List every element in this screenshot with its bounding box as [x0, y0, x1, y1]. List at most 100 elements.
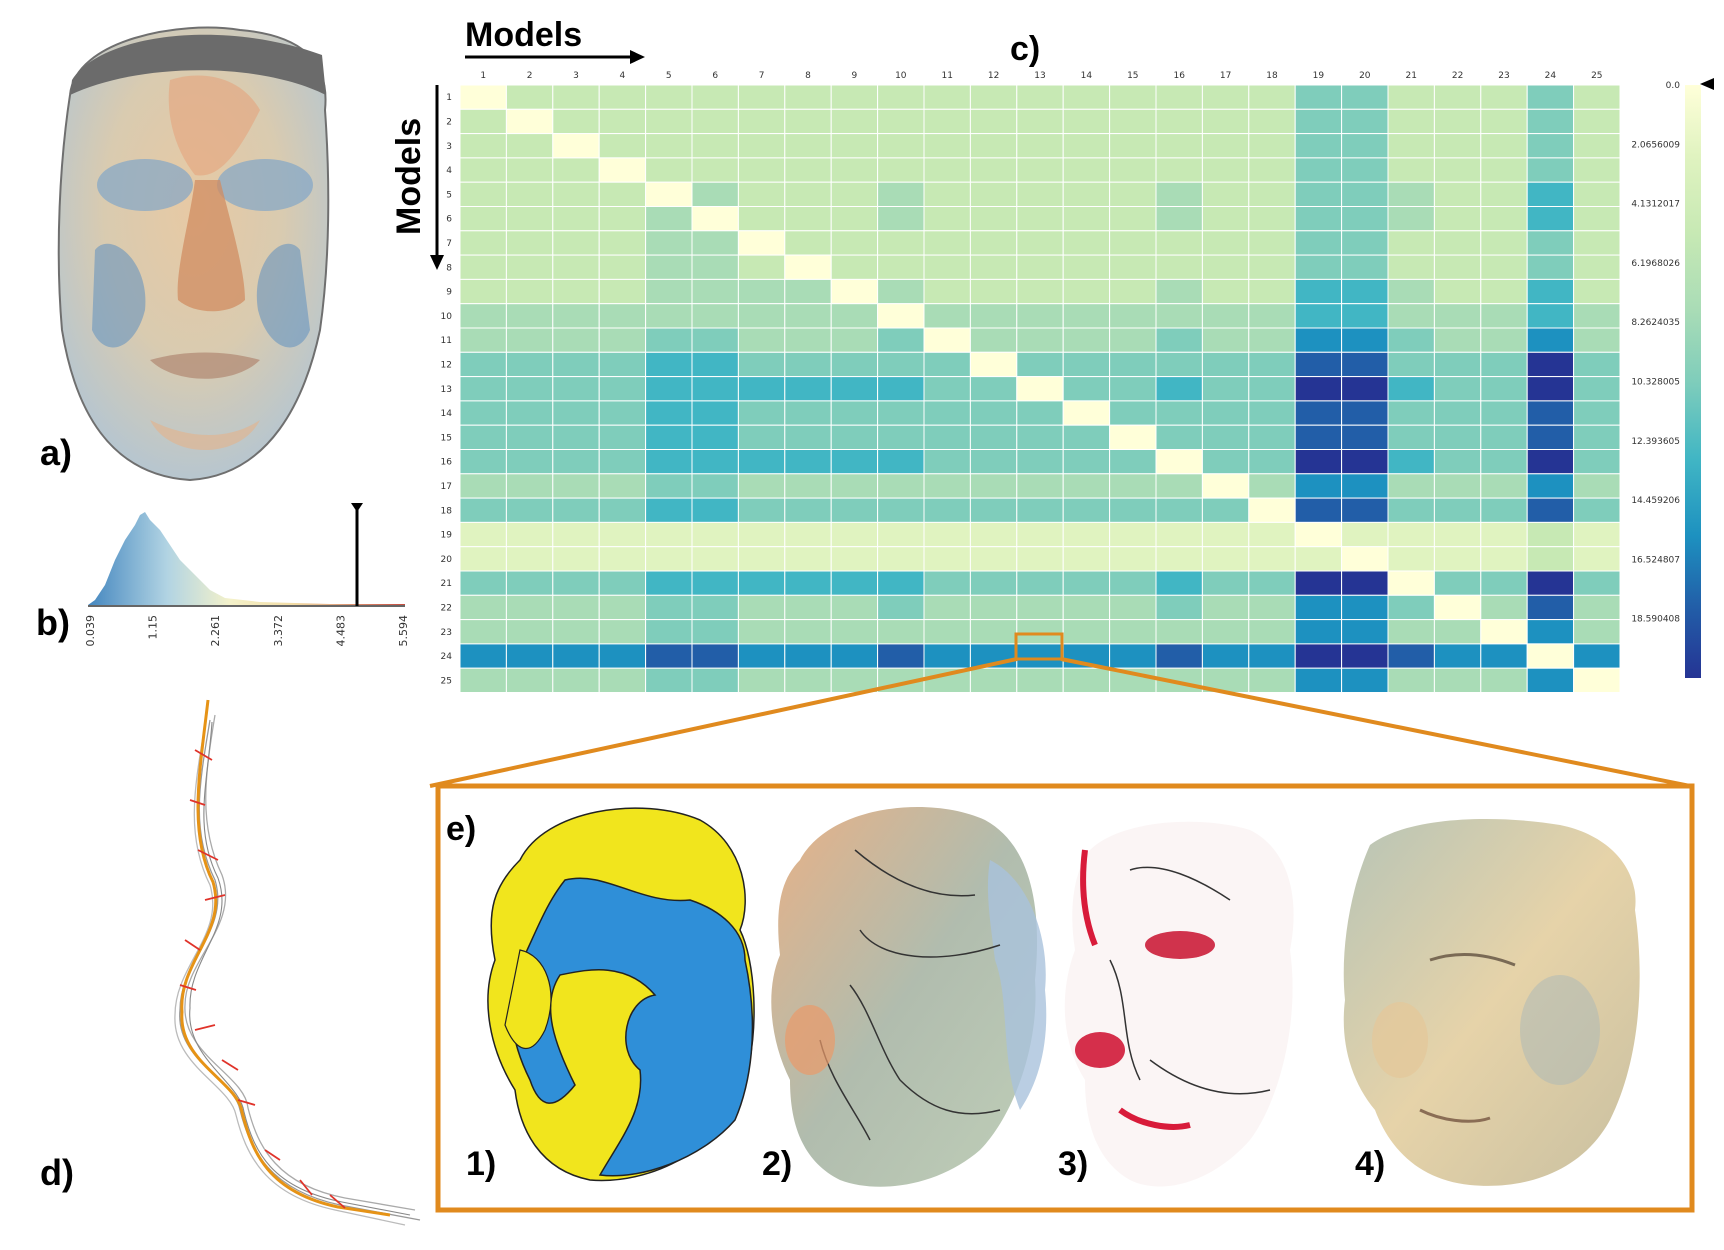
matrix-cell[interactable]	[1201, 619, 1250, 645]
matrix-cell[interactable]	[969, 570, 1018, 596]
matrix-cell[interactable]	[1573, 473, 1621, 499]
matrix-cell[interactable]	[1201, 133, 1250, 159]
matrix-cell[interactable]	[552, 230, 600, 256]
matrix-cell[interactable]	[923, 424, 971, 451]
matrix-cell[interactable]	[877, 303, 925, 329]
matrix-cell[interactable]	[459, 254, 507, 280]
matrix-cell[interactable]	[830, 619, 879, 645]
matrix-cell[interactable]	[598, 181, 647, 207]
matrix-cell[interactable]	[1201, 157, 1250, 183]
matrix-cell[interactable]	[1387, 108, 1435, 135]
matrix-cell[interactable]	[1573, 157, 1621, 183]
matrix-cell[interactable]	[1480, 570, 1528, 596]
matrix-cell[interactable]	[1341, 303, 1389, 329]
matrix-cell[interactable]	[737, 133, 786, 159]
matrix-cell[interactable]	[737, 521, 786, 548]
matrix-cell[interactable]	[505, 278, 554, 305]
matrix-cell[interactable]	[1155, 570, 1203, 596]
matrix-cell[interactable]	[1201, 546, 1250, 572]
matrix-cell[interactable]	[1387, 230, 1435, 256]
matrix-cell[interactable]	[505, 449, 554, 475]
matrix-cell[interactable]	[645, 400, 693, 426]
matrix-cell[interactable]	[1341, 133, 1389, 159]
matrix-cell[interactable]	[784, 570, 832, 596]
matrix-cell[interactable]	[1387, 497, 1435, 523]
matrix-cell[interactable]	[1109, 497, 1157, 523]
matrix-cell[interactable]	[1062, 230, 1111, 256]
matrix-cell[interactable]	[1526, 570, 1575, 596]
matrix-cell[interactable]	[1016, 351, 1064, 378]
matrix-cell[interactable]	[1062, 376, 1111, 402]
matrix-cell[interactable]	[1155, 546, 1203, 572]
matrix-cell[interactable]	[1480, 643, 1528, 669]
matrix-cell[interactable]	[459, 230, 507, 256]
matrix-cell[interactable]	[1062, 84, 1111, 110]
matrix-cell[interactable]	[505, 643, 554, 669]
matrix-cell[interactable]	[969, 497, 1018, 523]
matrix-cell[interactable]	[691, 254, 739, 280]
matrix-cell[interactable]	[598, 473, 647, 499]
matrix-cell[interactable]	[737, 108, 786, 135]
matrix-cell[interactable]	[737, 278, 786, 305]
matrix-cell[interactable]	[1526, 546, 1575, 572]
matrix-cell[interactable]	[830, 570, 879, 596]
matrix-cell[interactable]	[1016, 206, 1064, 232]
matrix-cell[interactable]	[1294, 619, 1343, 645]
matrix-cell[interactable]	[598, 303, 647, 329]
matrix-cell[interactable]	[459, 400, 507, 426]
matrix-cell[interactable]	[1155, 278, 1203, 305]
matrix-cell[interactable]	[1433, 376, 1482, 402]
matrix-cell[interactable]	[877, 351, 925, 378]
matrix-cell[interactable]	[1016, 570, 1064, 596]
matrix-cell[interactable]	[645, 351, 693, 378]
matrix-cell[interactable]	[969, 376, 1018, 402]
matrix-cell[interactable]	[1526, 230, 1575, 256]
matrix-cell[interactable]	[737, 570, 786, 596]
matrix-cell[interactable]	[1016, 497, 1064, 523]
matrix-cell[interactable]	[1016, 473, 1064, 499]
matrix-cell[interactable]	[877, 376, 925, 402]
matrix-cell[interactable]	[784, 108, 832, 135]
matrix-cell[interactable]	[830, 157, 879, 183]
matrix-cell[interactable]	[784, 667, 832, 694]
matrix-cell[interactable]	[1109, 303, 1157, 329]
matrix-cell[interactable]	[1433, 594, 1482, 621]
matrix-cell[interactable]	[1109, 327, 1157, 353]
matrix-cell[interactable]	[1387, 570, 1435, 596]
matrix-cell[interactable]	[598, 521, 647, 548]
matrix-selected-cell[interactable]	[1014, 632, 1064, 661]
matrix-cell[interactable]	[877, 181, 925, 207]
matrix-cell[interactable]	[645, 278, 693, 305]
matrix-cell[interactable]	[459, 570, 507, 596]
matrix-cell[interactable]	[1248, 254, 1296, 280]
matrix-cell[interactable]	[1387, 619, 1435, 645]
matrix-cell[interactable]	[459, 206, 507, 232]
matrix-cell[interactable]	[459, 667, 507, 694]
matrix-cell[interactable]	[737, 400, 786, 426]
matrix-cell[interactable]	[1294, 254, 1343, 280]
matrix-cell[interactable]	[1294, 278, 1343, 305]
matrix-cell[interactable]	[1294, 473, 1343, 499]
matrix-cell[interactable]	[691, 278, 739, 305]
matrix-cell[interactable]	[505, 303, 554, 329]
matrix-cell[interactable]	[1573, 643, 1621, 669]
matrix-cell[interactable]	[1248, 84, 1296, 110]
matrix-cell[interactable]	[691, 473, 739, 499]
matrix-cell[interactable]	[1155, 619, 1203, 645]
matrix-cell[interactable]	[1294, 133, 1343, 159]
matrix-cell[interactable]	[969, 181, 1018, 207]
matrix-cell[interactable]	[1201, 473, 1250, 499]
matrix-cell[interactable]	[1248, 473, 1296, 499]
matrix-cell[interactable]	[1062, 278, 1111, 305]
matrix-cell[interactable]	[1201, 351, 1250, 378]
matrix-cell[interactable]	[1016, 424, 1064, 451]
matrix-cell[interactable]	[691, 230, 739, 256]
matrix-cell[interactable]	[923, 108, 971, 135]
matrix-cell[interactable]	[505, 667, 554, 694]
matrix-cell[interactable]	[552, 351, 600, 378]
matrix-cell[interactable]	[598, 278, 647, 305]
matrix-cell[interactable]	[1016, 230, 1064, 256]
matrix-cell[interactable]	[1016, 181, 1064, 207]
matrix-cell[interactable]	[737, 619, 786, 645]
matrix-cell[interactable]	[737, 449, 786, 475]
